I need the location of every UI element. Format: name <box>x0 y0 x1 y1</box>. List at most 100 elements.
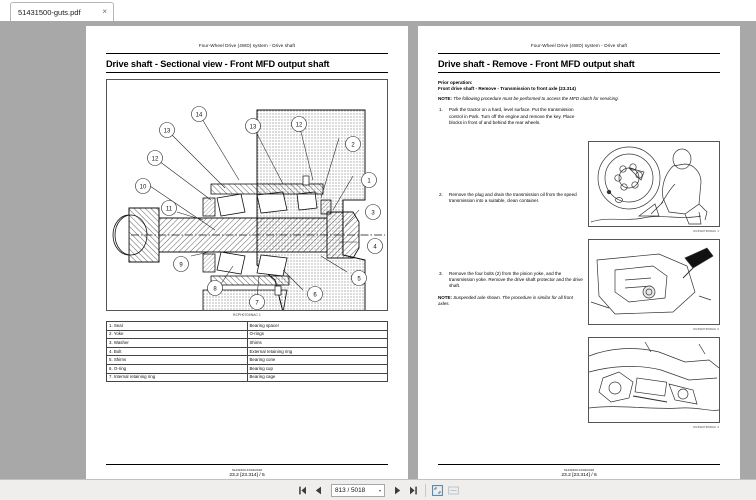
sectional-drawing: 13 12 14 13 12 2 1 3 4 5 6 7 8 <box>112 106 385 310</box>
svg-text:2: 2 <box>351 142 355 148</box>
tab-title: 51431500-guts.pdf <box>18 7 81 17</box>
svg-text:9: 9 <box>179 262 183 268</box>
footer-rule-left <box>106 464 388 465</box>
legend-left-1: 1. Seal <box>106 321 248 331</box>
footer-rule-right <box>438 464 720 465</box>
table-row: 3. Washer Shims <box>106 338 388 348</box>
pdf-toolbar: 813 / 5018 ▾ <box>0 479 756 500</box>
footer-code-left: 51431500 23/02/2018 <box>231 468 263 472</box>
step-2-text: Remove the plug and drain the transmissi… <box>449 192 577 204</box>
step-1-number: 1. <box>439 107 443 113</box>
page-number-value: 813 / 5018 <box>335 486 366 494</box>
table-row: 7. Internal retaining ring Bearing cage <box>106 372 388 383</box>
photo-step-2 <box>588 239 720 325</box>
legend-left-5: 5. Shims <box>106 355 248 365</box>
note-top: NOTE: The following procedure must be pe… <box>438 96 720 102</box>
table-row: 1. Seal Bearing spacer <box>106 321 388 331</box>
svg-text:13: 13 <box>164 128 171 134</box>
figure-code-left: RCPH07D0NAC 1 <box>233 313 261 317</box>
illustration-drain-plug <box>590 247 714 315</box>
legend-right-5: Bearing cone <box>246 355 388 365</box>
note-bottom: NOTE: Suspended axle shown. The procedur… <box>438 295 584 307</box>
title-rule-left <box>106 72 388 73</box>
svg-text:6: 6 <box>313 292 317 298</box>
chevron-down-icon[interactable]: ▾ <box>378 487 381 493</box>
page-title-left: Drive shaft - Sectional view - Front MFD… <box>106 59 330 69</box>
header-rule-left <box>106 53 388 54</box>
table-row: 2. Yoke O-rings <box>106 329 388 340</box>
last-page-button[interactable] <box>407 483 420 497</box>
step-2-number: 2. <box>439 192 443 198</box>
note-bottom-text: Suspended axle shown. The procedure is s… <box>438 294 573 306</box>
document-viewport[interactable]: Four-Wheel Drive (4WD) system - Drive sh… <box>0 21 756 479</box>
page-right: Four-Wheel Drive (4WD) system - Drive sh… <box>418 26 740 479</box>
photo-code-3: RCPH07D0NAC 3 <box>693 425 719 429</box>
svg-text:10: 10 <box>140 184 147 190</box>
svg-text:12: 12 <box>296 122 303 128</box>
svg-text:13: 13 <box>250 124 257 130</box>
legend-left-3: 3. Washer <box>106 338 248 348</box>
legend-left-6: 6. O-ring <box>106 363 248 374</box>
close-icon[interactable]: × <box>102 7 107 16</box>
page-title-right: Drive shaft - Remove - Front MFD output … <box>438 59 635 69</box>
svg-text:5: 5 <box>357 276 361 282</box>
svg-text:11: 11 <box>166 206 173 212</box>
running-head-left: Four-Wheel Drive (4WD) system - Drive sh… <box>198 43 296 48</box>
legend-right-1: Bearing spacer <box>246 321 388 331</box>
svg-text:4: 4 <box>373 244 377 250</box>
legend-left-4: 4. Bolt <box>106 346 248 357</box>
step-2: 2. Remove the plug and drain the transmi… <box>438 192 720 205</box>
fit-page-icon[interactable] <box>431 484 444 497</box>
fit-width-icon[interactable] <box>447 484 460 497</box>
page-footer-left: 51431500 23/02/2018 23.2 [23.314] / 5 <box>106 464 388 478</box>
step-1-text: Park the tractor on a hard, level surfac… <box>449 107 575 125</box>
legend-right-7: Bearing cage <box>246 372 388 383</box>
page-footer-right: 51431500 23/02/2018 23.2 [23.314] / 6 <box>438 464 720 478</box>
legend-right-3: Shims <box>246 338 388 348</box>
tab-document[interactable]: 51431500-guts.pdf × <box>10 2 114 21</box>
running-head-right: Four-Wheel Drive (4WD) system - Drive sh… <box>530 43 628 48</box>
photo-step-3 <box>588 337 720 423</box>
view-mode-group <box>431 484 460 497</box>
sectional-view-figure: 13 12 14 13 12 2 1 3 4 5 6 7 8 <box>106 79 388 311</box>
prior-operation-label: Prior operation: <box>438 80 473 85</box>
page-left: Four-Wheel Drive (4WD) system - Drive sh… <box>86 26 408 479</box>
next-page-button[interactable] <box>391 483 404 497</box>
footer-page-left: 23.2 [23.314] / 5 <box>229 473 265 478</box>
svg-text:1: 1 <box>367 178 371 184</box>
illustration-drive-shaft <box>589 341 719 411</box>
legend-right-4: External retaining ring <box>246 346 388 357</box>
table-row: 5. Shims Bearing cone <box>106 355 388 365</box>
step-1: 1. Park the tractor on a hard, level sur… <box>438 107 720 126</box>
first-page-button[interactable] <box>296 483 309 497</box>
tab-strip: 51431500-guts.pdf × <box>0 0 756 21</box>
svg-text:14: 14 <box>196 112 203 118</box>
table-row: 4. Bolt External retaining ring <box>106 346 388 357</box>
legend-right-2: O-rings <box>246 329 388 340</box>
page-navigation-group: 813 / 5018 ▾ <box>296 483 420 497</box>
svg-text:8: 8 <box>213 286 217 292</box>
legend-left-7: 7. Internal retaining ring <box>106 372 248 383</box>
illustration-wheel-chock <box>590 146 708 225</box>
table-row: 6. O-ring Bearing cup <box>106 363 388 374</box>
photo-step-1 <box>588 141 720 227</box>
prior-operation-value: Front drive shaft - Remove - Transmissio… <box>438 86 576 91</box>
page-number-input[interactable]: 813 / 5018 ▾ <box>331 483 385 497</box>
parts-legend-table: 1. Seal Bearing spacer 2. Yoke O-rings 3… <box>106 321 388 383</box>
footer-page-right: 23.2 [23.314] / 6 <box>561 473 597 478</box>
photo-code-2: RCPH07D0NAC 2 <box>693 327 719 331</box>
photo-code-1: RCPH07D0NAC 1 <box>693 229 719 233</box>
footer-code-right: 51431500 23/02/2018 <box>563 468 595 472</box>
toolbar-divider <box>425 483 426 497</box>
legend-left-2: 2. Yoke <box>106 329 248 340</box>
step-3: 3. Remove the four bolts (2) from the pi… <box>438 271 720 290</box>
note-top-label: NOTE: <box>438 96 452 101</box>
svg-text:3: 3 <box>371 210 375 216</box>
svg-text:12: 12 <box>152 156 159 162</box>
step-3-text: Remove the four bolts (2) from the pinio… <box>449 270 583 289</box>
svg-text:7: 7 <box>255 300 259 306</box>
note-top-text: The following procedure must be performe… <box>453 96 619 101</box>
title-rule-right <box>438 72 720 73</box>
previous-page-button[interactable] <box>312 483 325 497</box>
